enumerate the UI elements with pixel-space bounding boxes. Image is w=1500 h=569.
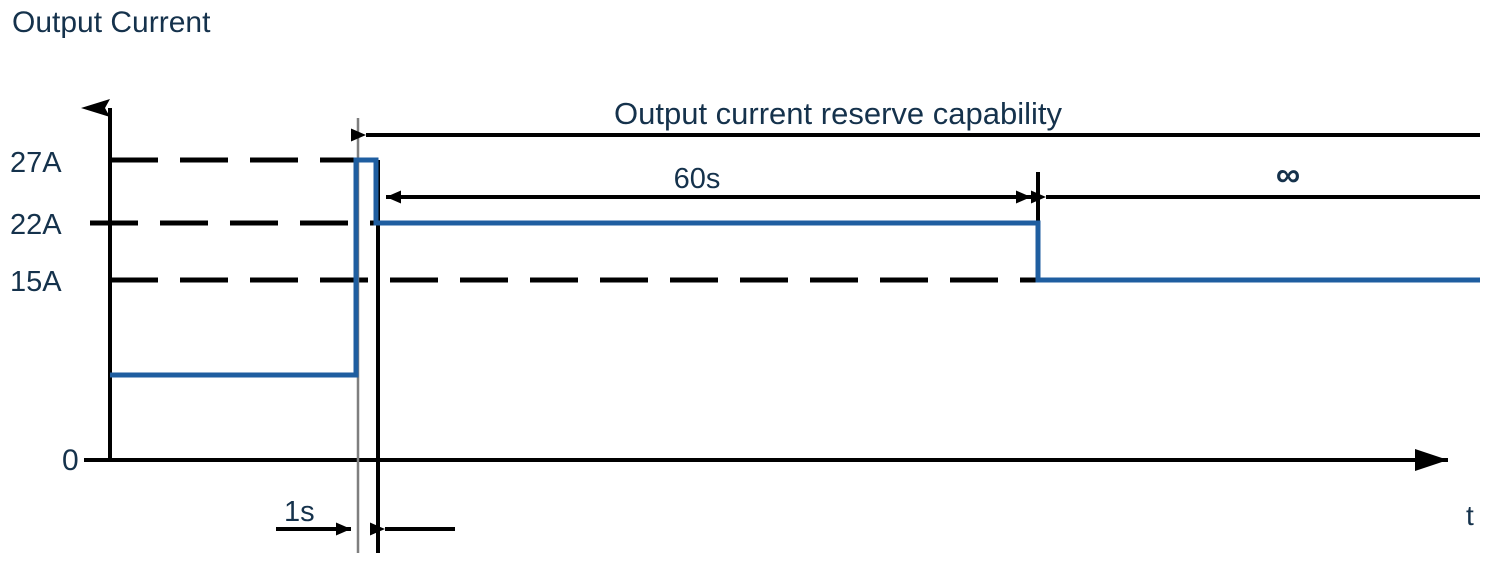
- duration-60s-label: 60s: [674, 163, 721, 195]
- time-axis-label: t: [1466, 500, 1474, 531]
- y-tick-label-27a: 27A: [10, 147, 62, 179]
- page-title: Output Current: [12, 6, 211, 39]
- y-tick-label-15a: 15A: [10, 266, 62, 298]
- duration-infinite-label: ∞: [1276, 156, 1300, 194]
- current-trace: [110, 157, 1480, 378]
- duration-1s-label: 1s: [284, 496, 315, 528]
- origin-label: 0: [62, 444, 79, 477]
- y-tick-label-22a: 22A: [10, 209, 62, 241]
- reserve-capability-label: Output current reserve capability: [614, 96, 1062, 131]
